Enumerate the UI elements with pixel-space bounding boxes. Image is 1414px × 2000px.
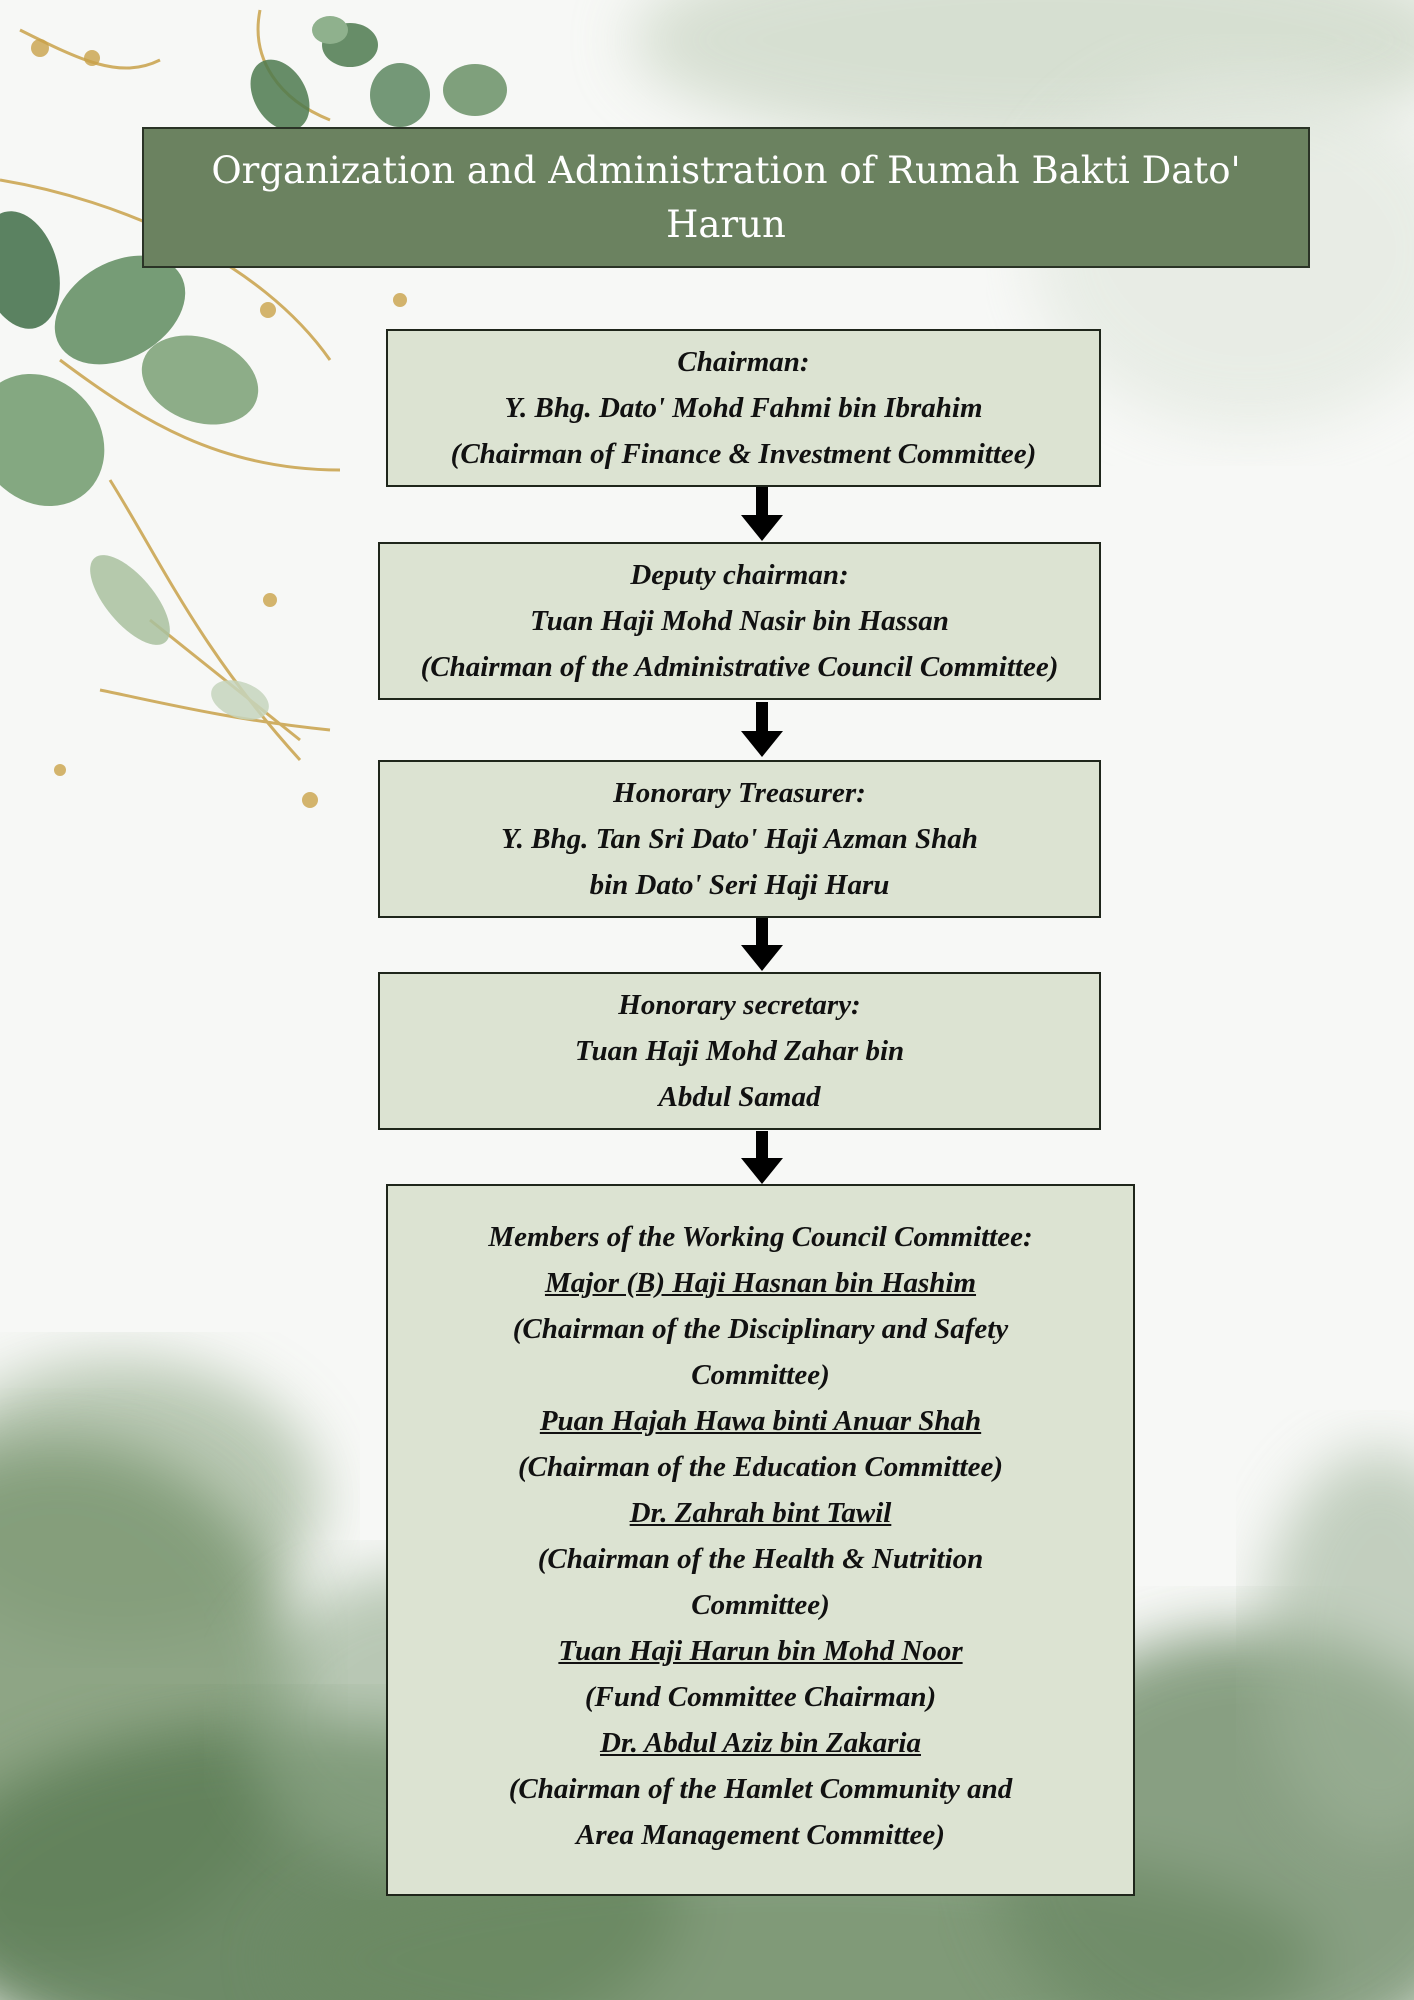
member-role: Committee): [691, 1359, 830, 1391]
treasurer-role: Honorary Treasurer:: [613, 777, 866, 809]
deputy-chairman-name: Tuan Haji Mohd Nasir bin Hassan: [530, 605, 949, 637]
members-heading: Members of the Working Council Committee…: [488, 1221, 1033, 1253]
chairman-name: Y. Bhg. Dato' Mohd Fahmi bin Ibrahim: [504, 392, 983, 424]
secretary-name-line1: Tuan Haji Mohd Zahar bin: [574, 1035, 905, 1067]
member-name: Dr. Abdul Aziz bin Zakaria: [600, 1727, 921, 1759]
member-name: Major (B) Haji Hasnan bin Hashim: [544, 1267, 977, 1299]
member-role: Area Management Committee): [576, 1819, 945, 1851]
chairman-note: (Chairman of Finance & Investment Commit…: [450, 438, 1037, 470]
member-role: (Chairman of the Education Committee): [518, 1451, 1003, 1483]
deputy-chairman-note: (Chairman of the Administrative Council …: [420, 651, 1059, 683]
member-name: Dr. Zahrah bint Tawil: [629, 1497, 892, 1529]
secretary-box: Honorary secretary: Tuan Haji Mohd Zahar…: [378, 972, 1101, 1130]
down-arrow-icon: [741, 918, 783, 971]
member-role: (Chairman of the Disciplinary and Safety: [512, 1313, 1009, 1345]
member-name: Puan Hajah Hawa binti Anuar Shah: [539, 1405, 982, 1437]
deputy-chairman-box: Deputy chairman: Tuan Haji Mohd Nasir bi…: [378, 542, 1101, 700]
treasurer-name-line2: bin Dato' Seri Haji Haru: [589, 869, 890, 901]
eucalyptus-leaves: [0, 16, 507, 720]
chairman-role: Chairman:: [677, 346, 810, 378]
treasurer-box: Honorary Treasurer: Y. Bhg. Tan Sri Dato…: [378, 760, 1101, 918]
treasurer-name-line1: Y. Bhg. Tan Sri Dato' Haji Azman Shah: [501, 823, 978, 855]
secretary-role: Honorary secretary:: [618, 989, 861, 1021]
deputy-chairman-role: Deputy chairman:: [630, 559, 849, 591]
member-role: (Fund Committee Chairman): [584, 1681, 937, 1713]
member-role: (Chairman of the Health & Nutrition: [537, 1543, 984, 1575]
member-name: Tuan Haji Harun bin Mohd Noor: [558, 1635, 963, 1667]
members-box: Members of the Working Council Committee…: [386, 1184, 1135, 1896]
down-arrow-icon: [741, 487, 783, 541]
gold-berries: [31, 39, 407, 808]
page-title: Organization and Administration of Rumah…: [211, 148, 1241, 246]
chairman-box: Chairman: Y. Bhg. Dato' Mohd Fahmi bin I…: [386, 329, 1101, 487]
secretary-name-line2: Abdul Samad: [658, 1081, 821, 1113]
down-arrow-icon: [741, 1131, 783, 1184]
title-banner: Organization and Administration of Rumah…: [142, 127, 1310, 268]
member-role: (Chairman of the Hamlet Community and: [508, 1773, 1013, 1805]
down-arrow-icon: [741, 702, 783, 757]
member-role: Committee): [691, 1589, 830, 1621]
